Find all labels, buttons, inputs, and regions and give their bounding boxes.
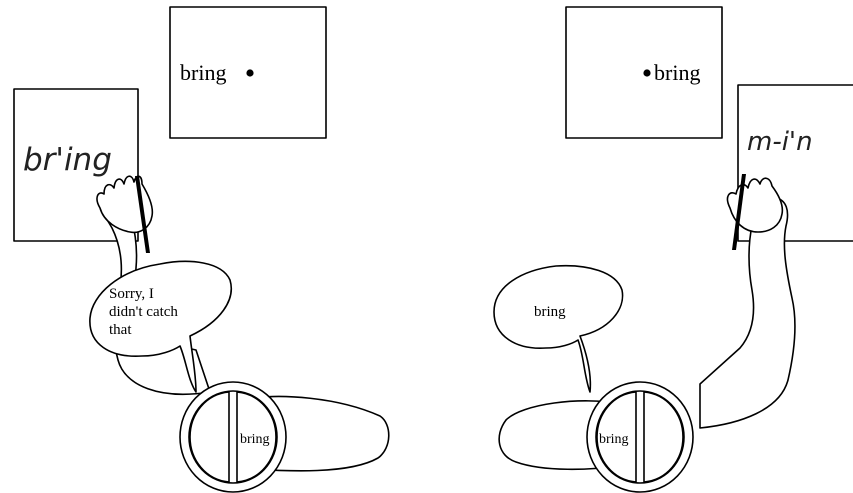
- right-head-inner: [595, 390, 685, 484]
- svg-text:didn't catch: didn't catch: [109, 304, 178, 320]
- left-brain-hemisphere-right: [236, 391, 277, 483]
- right-speech-bubble: [493, 264, 624, 393]
- left-pen: [135, 176, 150, 253]
- left-screen-word: bring: [180, 60, 226, 85]
- right-screen-word: bring: [654, 60, 700, 85]
- right-head-outline: [586, 381, 694, 493]
- left-fixation-dot: [246, 69, 254, 77]
- right-handwriting: m-i'n: [747, 127, 813, 157]
- svg-text:Sorry, I: Sorry, I: [109, 286, 154, 302]
- left-brain-hemisphere-left: [189, 391, 230, 483]
- left-speech-bubble: [89, 260, 232, 393]
- left-scene: bring br'ing Sorry, I didn't catch that …: [13, 6, 390, 493]
- right-brain-hemisphere-right: [643, 391, 684, 483]
- left-speech-text: Sorry, I didn't catch that: [109, 286, 178, 338]
- right-brain-word: bring: [599, 432, 629, 447]
- left-brain-word: bring: [240, 432, 270, 447]
- right-pen: [732, 174, 746, 250]
- left-head-outline: [179, 381, 287, 493]
- left-head-inner: [188, 390, 278, 484]
- svg-text:that: that: [109, 322, 132, 338]
- right-brain-hemisphere-left: [596, 391, 637, 483]
- right-speech-text: bring: [534, 304, 566, 320]
- right-scene: bring m-i'n bring bring: [493, 6, 853, 493]
- right-fixation-dot: [643, 69, 651, 77]
- left-handwriting: br'ing: [23, 142, 112, 178]
